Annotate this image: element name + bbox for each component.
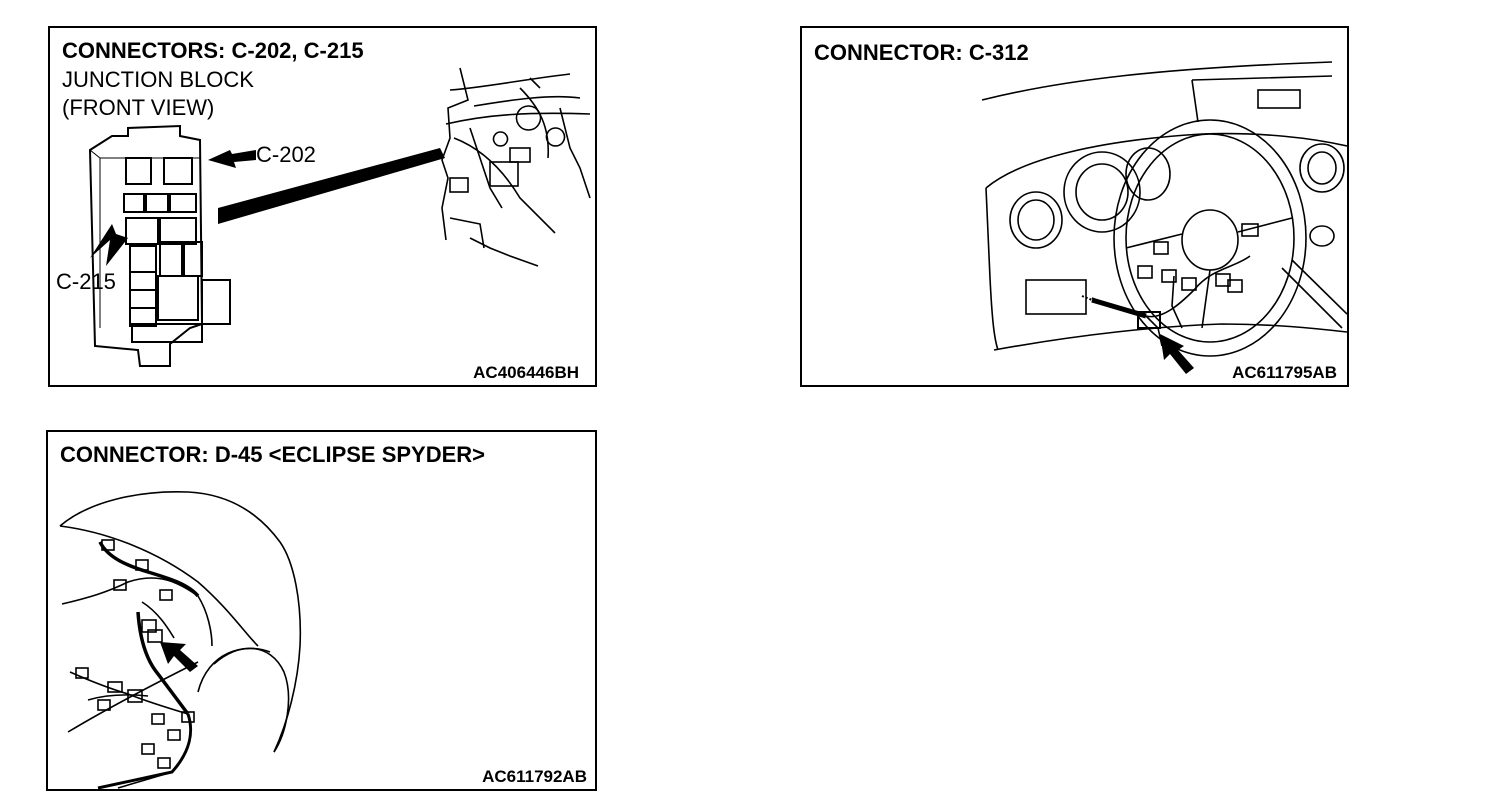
- arrow-c215: [90, 224, 128, 266]
- panel-title: CONNECTOR: C-312: [814, 40, 1029, 65]
- steering-wheel-illustration: [981, 61, 1347, 374]
- arrow-c202: [208, 150, 256, 168]
- panel-eclipse-spyder: CONNECTOR: D-45 <ECLIPSE SPYDER>: [46, 430, 597, 791]
- figure-code: AC406446BH: [473, 363, 579, 382]
- panel-junction-block: CONNECTORS: C-202, C-215 JUNCTION BLOCK …: [48, 26, 597, 387]
- panel-subtitle-line2: (FRONT VIEW): [62, 95, 215, 120]
- panel-title: CONNECTORS: C-202, C-215: [62, 38, 364, 63]
- callout-c202: C-202: [256, 142, 316, 167]
- junction-block-illustration: [88, 67, 591, 367]
- callout-c215: C-215: [56, 269, 116, 294]
- panel-steering-wheel: CONNECTOR: C-312: [800, 26, 1349, 387]
- panel-subtitle-line1: JUNCTION BLOCK: [62, 67, 254, 92]
- figure-code: AC611795AB: [1232, 363, 1337, 382]
- arrow-connector-d45: [160, 642, 198, 672]
- figure-code: AC611792AB: [482, 767, 587, 786]
- front-body-illustration: [59, 490, 302, 789]
- panel-title: CONNECTOR: D-45 <ECLIPSE SPYDER>: [60, 442, 486, 467]
- arrow-connector-c312: [1160, 334, 1194, 374]
